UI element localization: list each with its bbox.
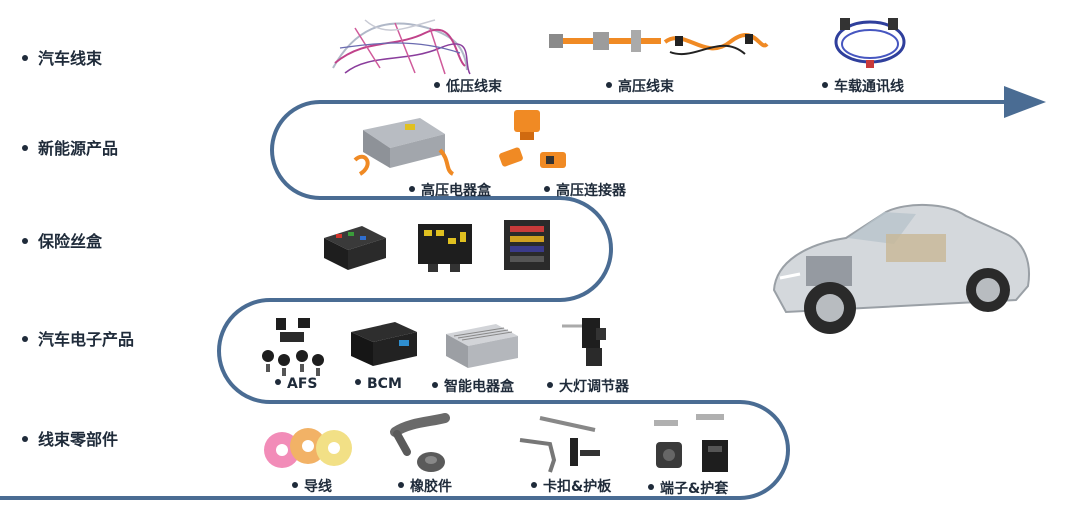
label-comm-line: 车载通讯线 (822, 76, 904, 96)
category-harness: 汽车线束 (22, 45, 102, 69)
category-fuse: 保险丝盒 (22, 228, 102, 252)
label-terminal-sheath: 端子&护套 (648, 478, 728, 498)
low-voltage-harness-image (332, 19, 471, 75)
label-hv-connector: 高压连接器 (544, 180, 626, 200)
fuse-box-image-3 (504, 220, 550, 270)
smart-electrical-box-image (446, 324, 518, 368)
label-clip-guard: 卡扣&护板 (531, 476, 611, 496)
hv-connector-image (499, 110, 566, 168)
bcm-image (351, 322, 417, 366)
rubber-part-image (390, 413, 450, 472)
headlamp-adjuster-image (562, 318, 606, 366)
fuse-box-image-2 (418, 224, 472, 272)
label-headlamp-adjuster: 大灯调节器 (547, 376, 629, 396)
high-voltage-harness-image (549, 30, 769, 55)
fuse-box-image-1 (324, 226, 386, 270)
label-bcm: BCM (355, 376, 402, 392)
car-xray-image (772, 204, 1030, 334)
label-wire: 导线 (292, 476, 332, 496)
clip-guard-image (519, 416, 600, 473)
label-rubber-part: 橡胶件 (398, 476, 452, 496)
label-afs: AFS (275, 376, 317, 392)
label-hv-electrical-box: 高压电器盒 (409, 180, 491, 200)
category-electronics: 汽车电子产品 (22, 326, 134, 350)
comm-line-image (834, 18, 906, 68)
wire-image (264, 428, 352, 468)
label-low-voltage-harness: 低压线束 (434, 76, 502, 96)
category-nev: 新能源产品 (22, 135, 118, 159)
afs-image (262, 318, 324, 376)
category-parts: 线束零部件 (22, 426, 118, 450)
label-smart-electrical-box: 智能电器盒 (432, 376, 514, 396)
flow-arrowhead (1004, 86, 1046, 118)
terminal-sheath-image (654, 414, 728, 472)
hv-electrical-box-image (353, 118, 455, 176)
label-high-voltage-harness: 高压线束 (606, 76, 674, 96)
flow-path (0, 100, 1010, 500)
